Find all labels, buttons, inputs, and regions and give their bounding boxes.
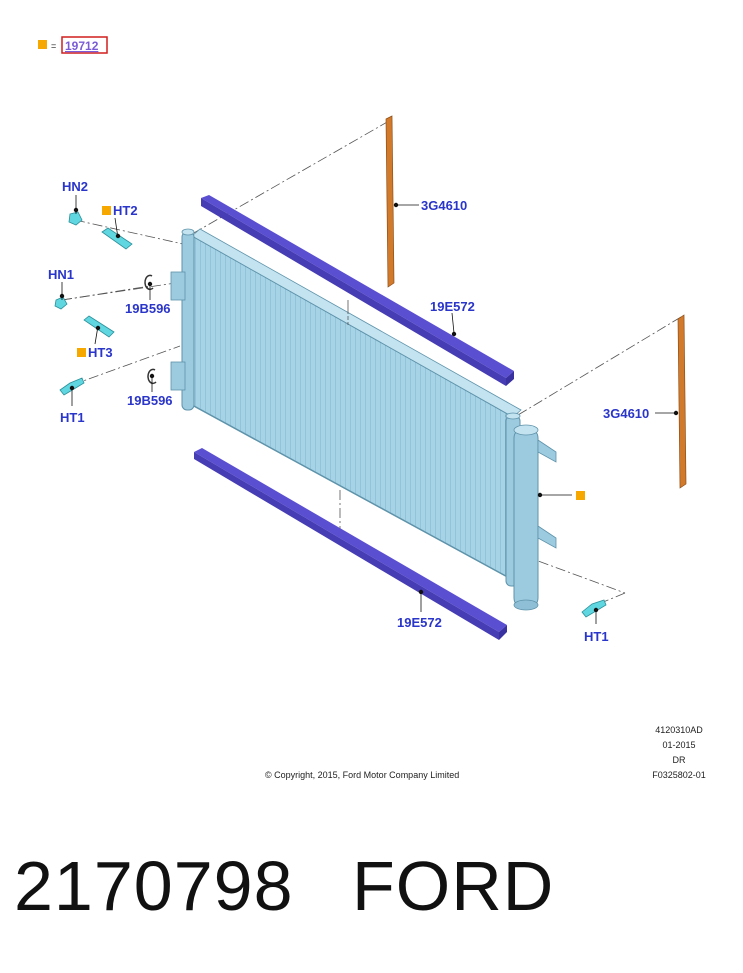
callout-ht1-left: HT1 bbox=[60, 410, 85, 425]
callout-19b596-upper: 19B596 bbox=[125, 301, 171, 316]
legend-link-19712[interactable]: 19712 bbox=[65, 39, 99, 53]
info-line-2: 01-2015 bbox=[662, 740, 695, 750]
marker-ht3-icon bbox=[77, 348, 86, 357]
callout-3g4610-left: 3G4610 bbox=[421, 198, 467, 213]
callout-hn2: HN2 bbox=[62, 179, 88, 194]
nut-hn2 bbox=[68, 211, 83, 226]
left-header-tank bbox=[170, 228, 195, 411]
legend-link-box[interactable] bbox=[61, 36, 108, 54]
marker-tank-icon bbox=[576, 491, 585, 500]
info-block: 4120310AD 01-2015 DR F0325802-01 bbox=[652, 725, 706, 780]
clip-19b596-upper bbox=[144, 274, 154, 291]
callout-hn1: HN1 bbox=[48, 267, 74, 282]
callout-19e572-upper: 19E572 bbox=[430, 299, 475, 314]
bolt-ht2 bbox=[101, 227, 133, 250]
footer-part-number: 2170798 bbox=[14, 847, 294, 925]
info-line-4: F0325802-01 bbox=[652, 770, 706, 780]
clip-19b596-lower bbox=[147, 368, 157, 385]
seal-right bbox=[677, 314, 687, 489]
callout-ht2: HT2 bbox=[113, 203, 138, 218]
callout-3g4610-right: 3G4610 bbox=[603, 406, 649, 421]
seal-left bbox=[385, 115, 395, 288]
legend-equals: = bbox=[51, 41, 56, 51]
right-header-tank bbox=[505, 412, 557, 611]
marker-ht2-icon bbox=[102, 206, 111, 215]
strip-upper bbox=[201, 195, 514, 386]
legend-marker-icon bbox=[38, 40, 47, 49]
callout-ht3: HT3 bbox=[88, 345, 113, 360]
info-line-3: DR bbox=[673, 755, 686, 765]
callout-19e572-lower: 19E572 bbox=[397, 615, 442, 630]
condenser-exploded-diagram: = 19712 bbox=[38, 36, 706, 780]
nut-hn1 bbox=[54, 296, 68, 310]
callout-leaders bbox=[59, 195, 679, 624]
info-line-1: 4120310AD bbox=[655, 725, 703, 735]
bolt-ht1-right bbox=[581, 599, 607, 618]
callout-ht1-right: HT1 bbox=[584, 629, 609, 644]
legend: = 19712 bbox=[38, 36, 108, 54]
footer-brand: FORD bbox=[352, 847, 555, 925]
callout-19b596-lower: 19B596 bbox=[127, 393, 173, 408]
copyright: © Copyright, 2015, Ford Motor Company Li… bbox=[265, 770, 459, 780]
